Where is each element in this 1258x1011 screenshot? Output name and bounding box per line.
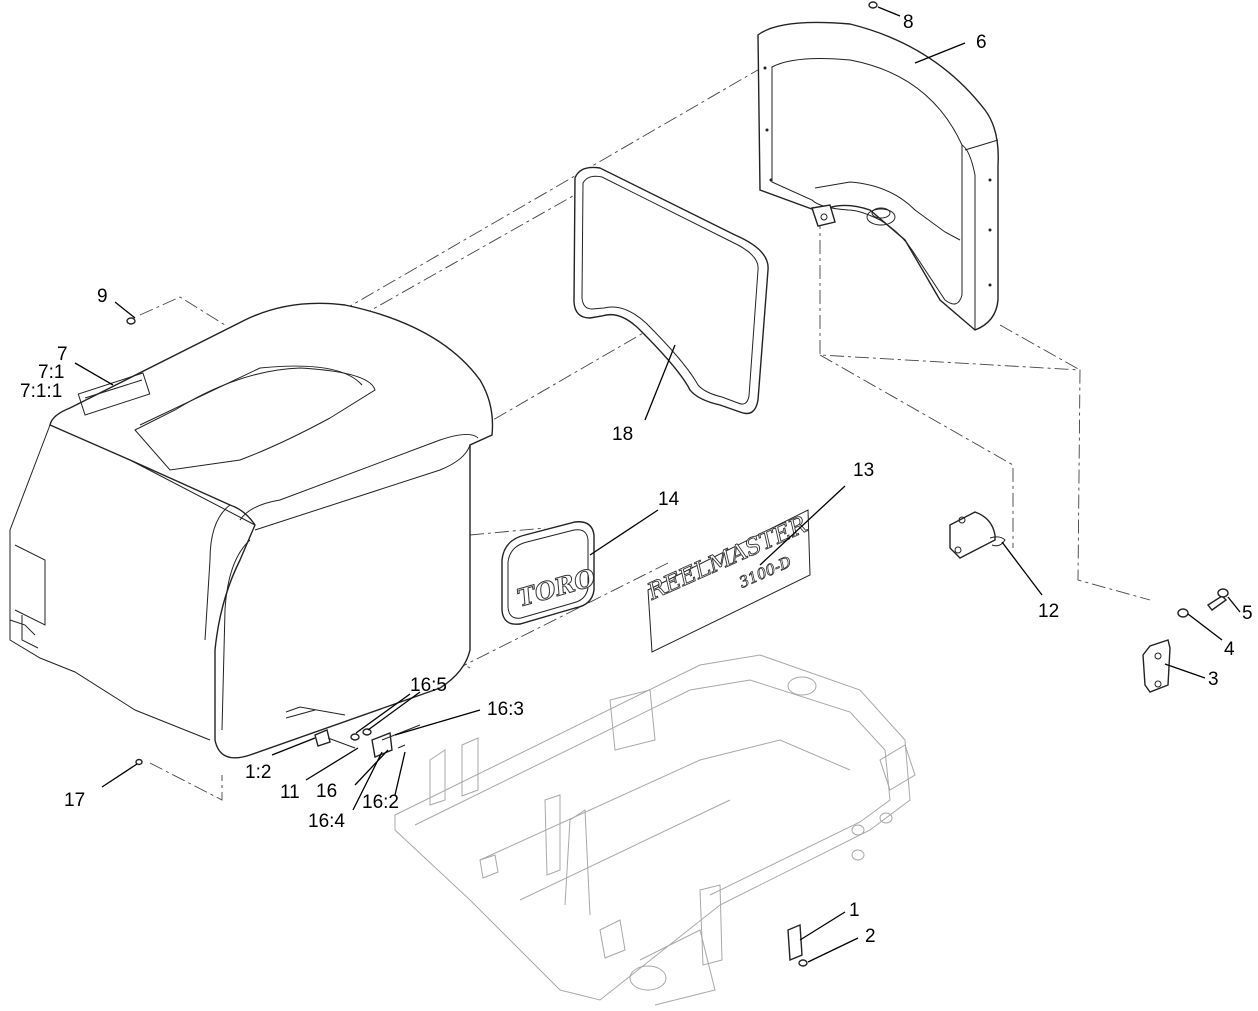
callout-3: 3 xyxy=(1208,669,1219,690)
leader-lines xyxy=(74,6,1241,963)
callout-labels: 8 6 9 7 7:1 7:1:1 18 13 14 12 5 4 3 16:5… xyxy=(20,12,1253,947)
callout-16-3: 16:3 xyxy=(487,699,524,720)
callout-7-1: 7:1 xyxy=(38,362,64,383)
bracket-part-12 xyxy=(949,511,1006,559)
rear-shroud-part-6 xyxy=(757,21,999,331)
callout-9: 9 xyxy=(97,286,108,307)
callout-8: 8 xyxy=(903,12,914,33)
callout-11: 11 xyxy=(280,782,300,803)
callout-7: 7 xyxy=(57,344,68,365)
callout-1-2: 1:2 xyxy=(245,762,271,783)
toro-decal-part-14: TORO xyxy=(501,521,599,625)
callout-1: 1 xyxy=(849,900,860,921)
callout-6: 6 xyxy=(976,32,987,53)
frame-phantom xyxy=(394,654,916,1006)
callout-16-2: 16:2 xyxy=(362,792,399,813)
callout-7-1-1: 7:1:1 xyxy=(20,381,62,402)
callout-16-4: 16:4 xyxy=(308,811,345,832)
seal-part-18 xyxy=(573,166,769,415)
callout-5: 5 xyxy=(1242,603,1253,624)
latch-hardware-parts-3-4-5 xyxy=(1142,588,1229,693)
hood-part-7 xyxy=(9,302,494,759)
reelmaster-decal-part-13: REELMASTER 3100-D xyxy=(643,509,812,653)
callout-16-5: 16:5 xyxy=(410,675,447,696)
callout-16: 16 xyxy=(316,781,337,802)
callout-2: 2 xyxy=(865,926,876,947)
callout-17: 17 xyxy=(64,790,85,811)
callout-13: 13 xyxy=(853,460,874,481)
callout-4: 4 xyxy=(1224,639,1235,660)
callout-14: 14 xyxy=(658,489,680,510)
callout-18: 18 xyxy=(612,424,633,445)
fasteners xyxy=(126,1,878,967)
callout-12: 12 xyxy=(1038,601,1059,622)
